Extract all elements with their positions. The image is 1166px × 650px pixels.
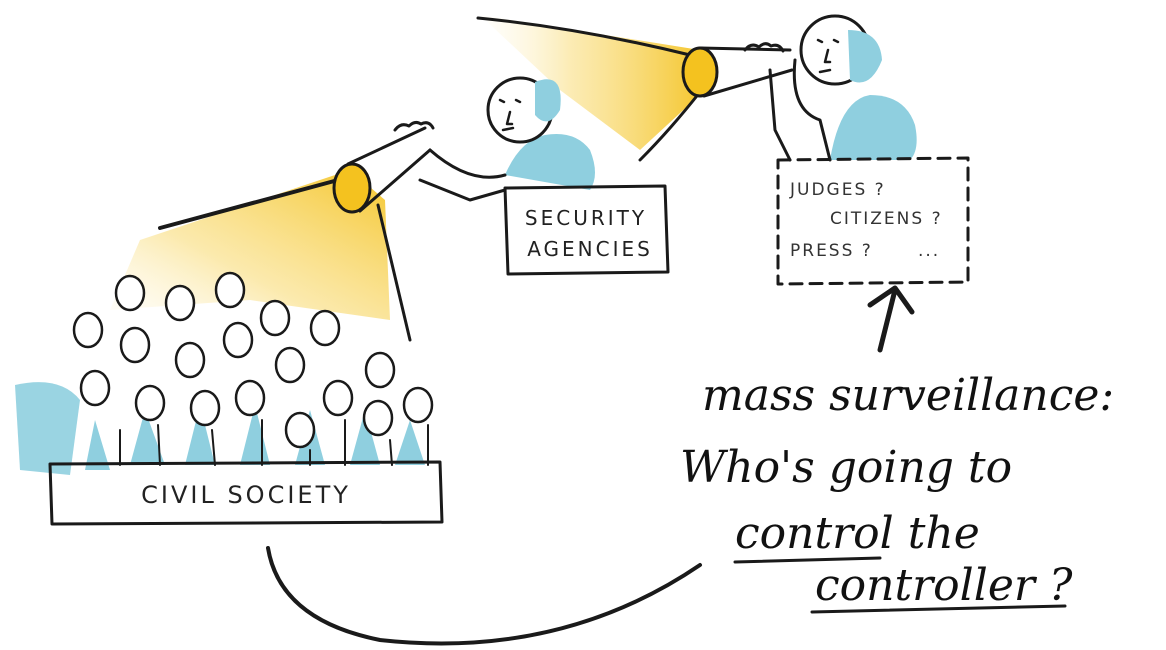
controllers-press: PRESS ? (790, 241, 873, 261)
beam-edge-line (638, 90, 702, 162)
flashlight-top-icon (681, 42, 794, 98)
controllers-judges: JUDGES ? (789, 180, 886, 200)
security-agent-figure (418, 76, 595, 202)
civil-society-label: CIVIL SOCIETY (141, 481, 351, 509)
civil-society-crowd (15, 271, 434, 475)
caption-line2: Who's going to (680, 442, 1012, 493)
underline-control (733, 556, 882, 564)
beam-edge-line (158, 178, 340, 230)
caption-word-control: control (735, 508, 894, 559)
caption-word-the: the (894, 508, 980, 559)
caption-line4: controller ? (815, 560, 1073, 611)
underline-controller (810, 604, 1067, 614)
caption-word-controller: controller (815, 560, 1038, 611)
controller-figure (768, 14, 917, 162)
controllers-box: JUDGES ? CITIZENS ? PRESS ? ... (776, 156, 970, 286)
arrow-up-icon (867, 285, 915, 353)
controllers-ellipsis: ... (918, 241, 940, 261)
beam-edge-line (376, 203, 412, 342)
beam-edge-line (476, 16, 692, 57)
caption-line1: mass surveillance: (702, 370, 1114, 421)
security-agencies-line2: AGENCIES (527, 237, 653, 261)
security-agencies-line1: SECURITY (525, 206, 647, 230)
caption-question-mark: ? (1035, 560, 1073, 611)
caption: mass surveillance: Who's going to contro… (680, 370, 1114, 614)
security-agencies-box: SECURITY AGENCIES (503, 184, 670, 276)
controllers-citizens: CITIZENS ? (830, 209, 943, 229)
connecting-curve (266, 546, 702, 646)
caption-line3: control the (735, 508, 980, 559)
light-beam-left (110, 170, 390, 320)
light-beam-top (480, 15, 705, 150)
flashlight-left-icon (332, 120, 435, 214)
civil-society-box: CIVIL SOCIETY (48, 460, 444, 526)
